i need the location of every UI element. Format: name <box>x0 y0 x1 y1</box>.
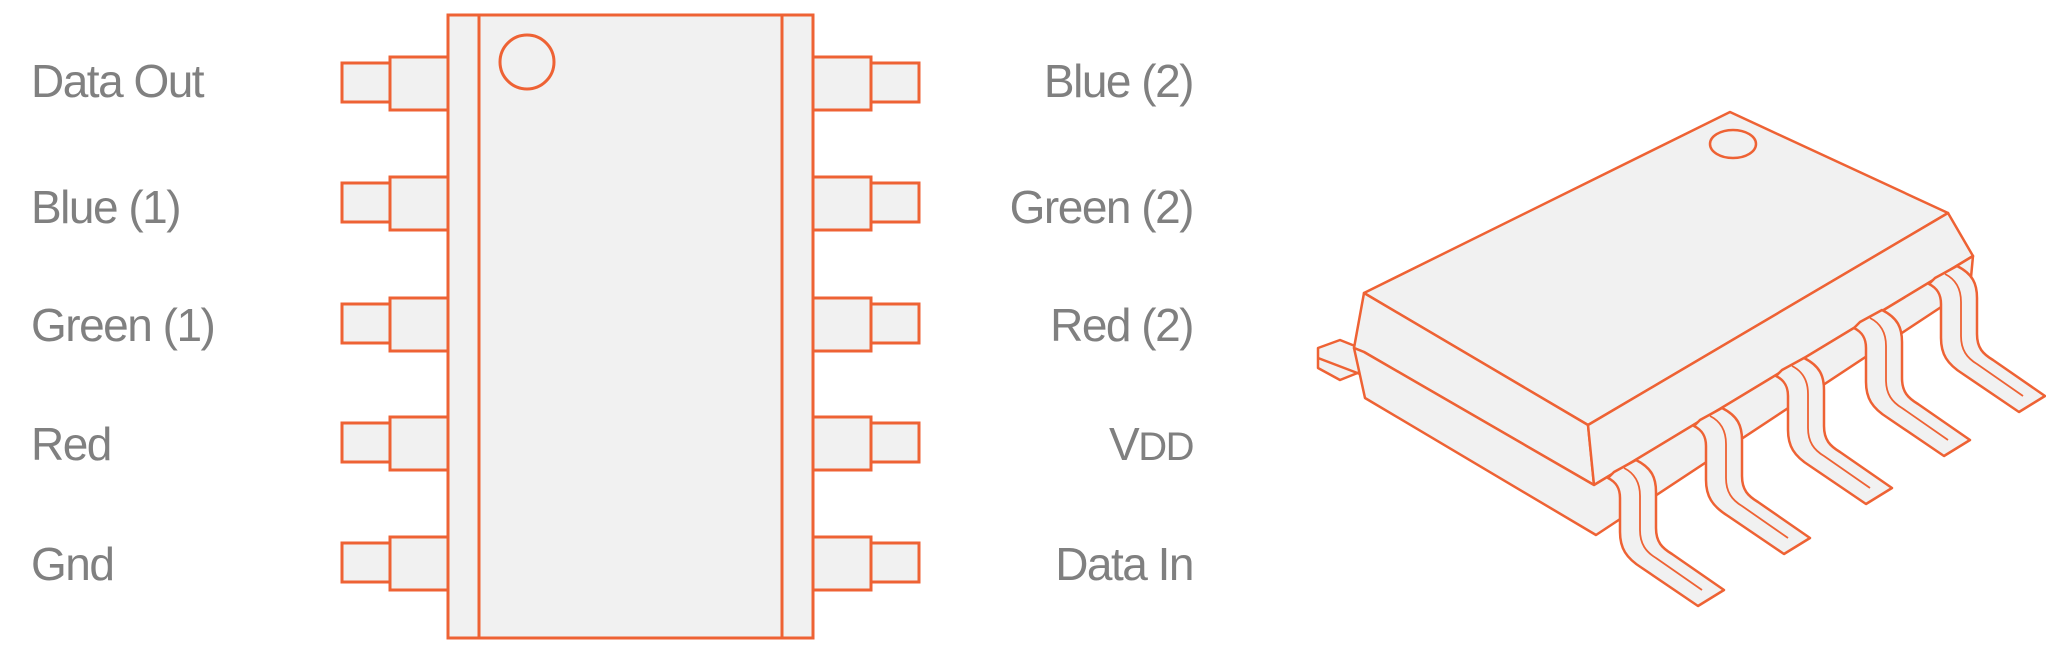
pin-label-gnd: Gnd <box>31 538 115 590</box>
pin-lead-8 <box>811 296 921 353</box>
pin-label-red: Red <box>31 418 112 470</box>
vdd-subscript: DD <box>1138 425 1194 469</box>
pin-lead-3 <box>340 296 450 353</box>
front-leads <box>1606 264 2046 608</box>
pin-lead-1 <box>340 55 450 112</box>
left-pin-leads <box>340 55 450 592</box>
vdd-main: V <box>1109 418 1140 470</box>
iso-lead-3 <box>1774 356 1894 506</box>
pin1-indicator-dot <box>498 33 556 91</box>
chip-body <box>446 13 815 640</box>
iso-lead-5 <box>1927 264 2046 414</box>
right-pin-leads <box>811 55 921 592</box>
pin-label-green-1: Green (1) <box>31 299 216 351</box>
pin-label-red-2: Red (2) <box>1050 299 1194 351</box>
package-pin1-dot <box>1708 128 1758 160</box>
pin-lead-5 <box>340 535 450 592</box>
iso-lead-4 <box>1852 308 1972 458</box>
pin-lead-6 <box>811 535 921 592</box>
pin-label-data-in: Data In <box>1055 538 1194 590</box>
package-bottom-edge <box>1352 254 1975 537</box>
pin-label-data-out: Data Out <box>31 55 205 107</box>
pin-label-blue-1: Blue (1) <box>31 181 182 233</box>
iso-lead-1 <box>1606 458 1726 608</box>
pin-lead-7 <box>811 415 921 472</box>
pin-lead-4 <box>340 415 450 472</box>
pin-label-green-2: Green (2) <box>1009 181 1195 233</box>
pin-lead-10 <box>811 55 921 112</box>
pin-label-vdd: VDD <box>1109 416 1194 475</box>
iso-lead-2 <box>1692 406 1812 556</box>
top-view-package <box>340 13 921 640</box>
pin-label-blue-2: Blue (2) <box>1043 55 1195 107</box>
isometric-package <box>1316 110 2046 608</box>
pin-lead-9 <box>811 175 921 232</box>
pin-lead-2 <box>340 175 450 232</box>
